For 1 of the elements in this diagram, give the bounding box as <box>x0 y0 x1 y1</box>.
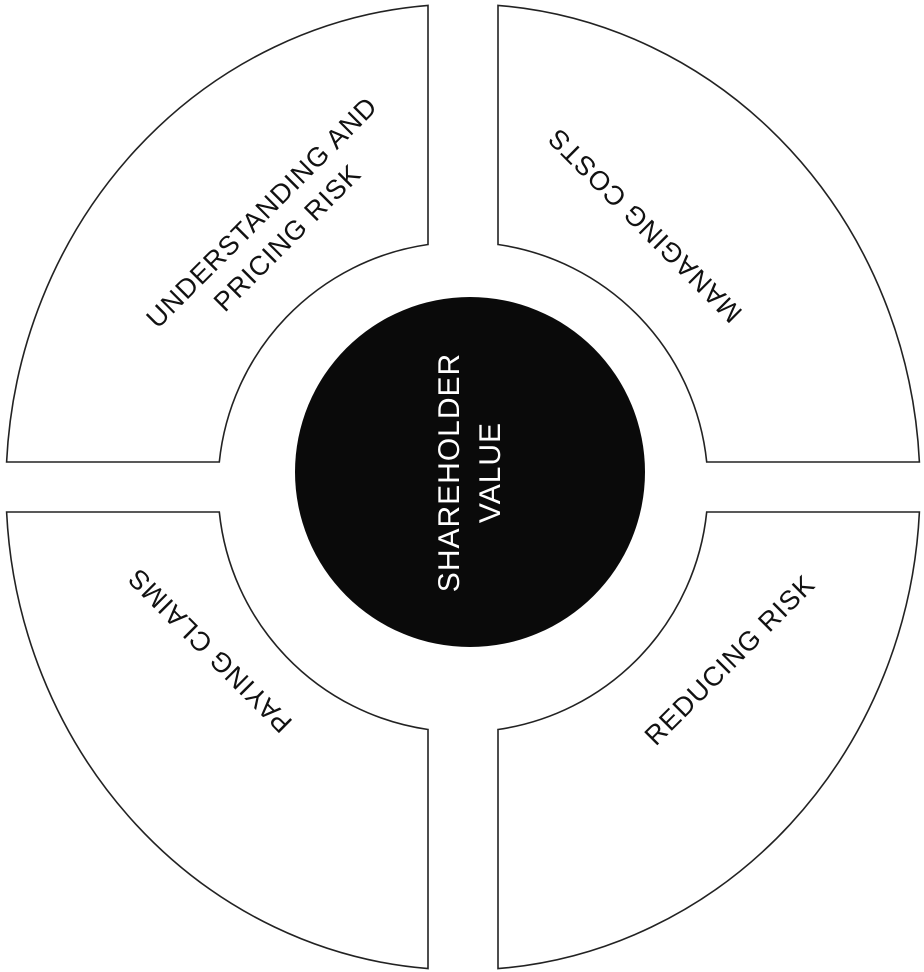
segment-label: SHAREHOLDER VALUE <box>432 352 508 592</box>
